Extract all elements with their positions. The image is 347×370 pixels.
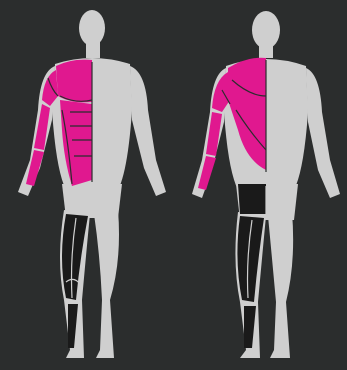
back-leg-muscles [237,184,266,348]
front-leg-muscles [62,214,88,348]
back-figure [192,11,340,358]
front-figure [18,10,166,358]
